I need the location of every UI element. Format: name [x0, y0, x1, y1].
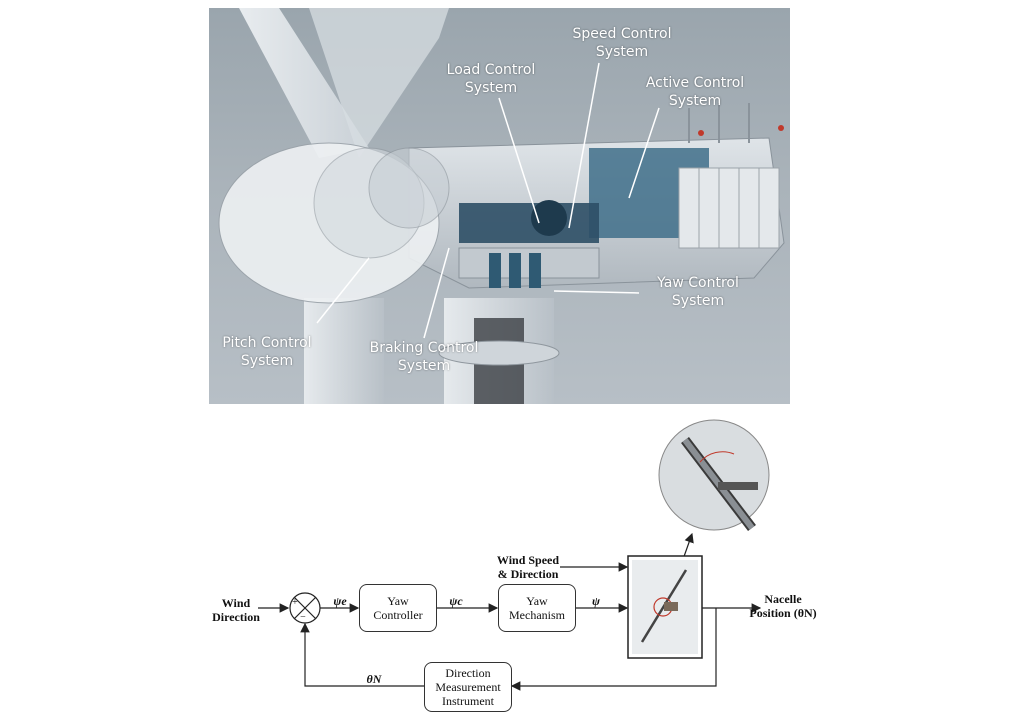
label-yaw-control: Yaw Control System — [657, 275, 739, 309]
blade-upper — [239, 8, 369, 158]
signal-psi-e: ψe — [333, 594, 347, 608]
signal-psi: ψ — [591, 594, 600, 608]
signal-theta-n: θN — [366, 672, 382, 686]
label-active-control: Active Control System — [645, 75, 745, 109]
yaw-mechanism-block: Yaw Mechanism — [498, 584, 576, 632]
label-pitch-control: Pitch Control System — [222, 335, 312, 369]
yaw-motor-1 — [489, 253, 501, 288]
label-braking-control: Braking Control System — [369, 340, 479, 374]
wind-speed-direction-label: Wind Speed & Direction — [496, 553, 560, 581]
cooling-panels — [678, 167, 780, 249]
tower-left — [304, 298, 384, 404]
direction-measurement-block: Direction Measurement Instrument — [424, 662, 512, 712]
yaw-motor-3 — [529, 253, 541, 288]
sum-plus-sign: + — [292, 597, 298, 608]
callout-arrows — [316, 62, 660, 339]
sum-minus-sign: − — [300, 612, 306, 623]
yaw-controller-block: Yaw Controller — [359, 584, 437, 632]
yaw-motor-2 — [509, 253, 521, 288]
drive-train — [459, 203, 599, 243]
label-load-control: Load Control System — [446, 62, 536, 96]
tower-platform — [438, 340, 560, 366]
blade-translucent — [309, 8, 449, 158]
diagram-lines — [258, 419, 770, 691]
wind-turbine-illustration: Speed Control System Load Control System… — [209, 8, 790, 404]
yaw-control-block-diagram: Wind Direction Wind Speed & Direction + … — [0, 410, 1024, 724]
nacelle-position-label: Nacelle Position (θN) — [749, 592, 817, 620]
signal-psi-c: ψc — [449, 594, 463, 608]
turbine-graphic — [218, 8, 785, 404]
gearbox — [531, 200, 567, 236]
label-speed-control: Speed Control System — [572, 26, 672, 60]
wind-direction-label: Wind Direction — [212, 596, 260, 624]
